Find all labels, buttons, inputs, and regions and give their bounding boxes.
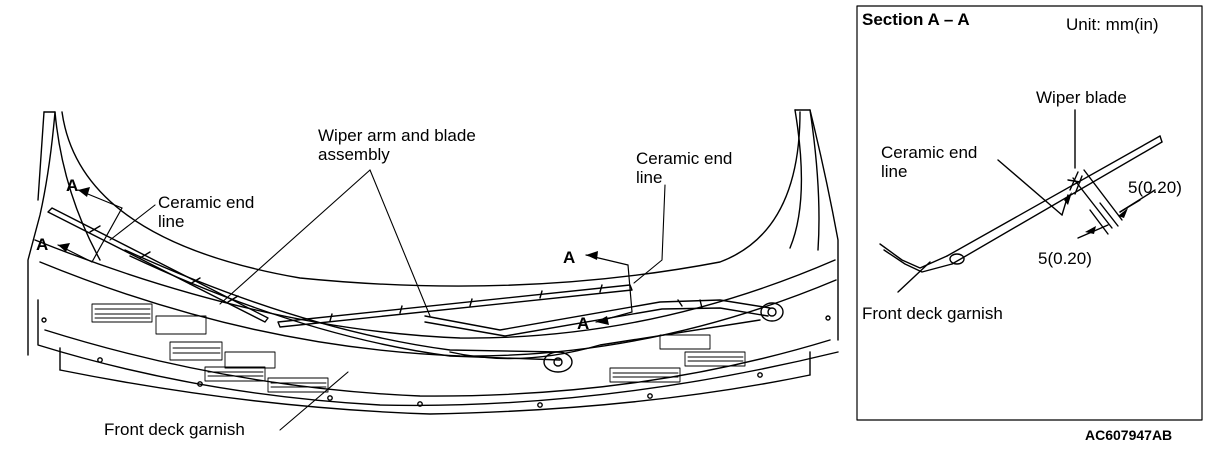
section-frame <box>856 5 1203 421</box>
wiper-blade-label: Wiper blade <box>1036 88 1127 107</box>
wiper-assemblies <box>47 207 784 373</box>
section-title: Section A – A <box>862 10 970 29</box>
section-front-deck-garnish-label: Front deck garnish <box>862 304 1003 323</box>
section-ceramic-end-line-label: Ceramic end line <box>881 143 978 181</box>
unit-label: Unit: mm(in) <box>1066 15 1159 34</box>
cowl-vent-slots <box>91 303 746 393</box>
wiper-arm-label: Wiper arm and blade assembly <box>318 126 476 164</box>
section-drawing <box>879 109 1163 293</box>
front-deck-garnish-label: Front deck garnish <box>104 420 245 439</box>
section-mark-a-1: A <box>66 176 79 195</box>
figure-code: AC607947AB <box>1085 427 1173 443</box>
section-arrowheads <box>1064 192 1128 234</box>
section-mark-arrowheads <box>58 187 609 325</box>
ceramic-end-line-left-label: Ceramic end line <box>158 193 255 231</box>
ceramic-end-line-right-label: Ceramic end line <box>636 149 733 187</box>
main-leader-lines <box>109 169 666 431</box>
section-mark-a-4: A <box>577 314 590 333</box>
dimension-upper-label: 5(0.20) <box>1128 178 1182 197</box>
section-mark-a-3: A <box>563 248 576 267</box>
dimension-lower-label: 5(0.20) <box>1038 249 1092 268</box>
section-mark-a-2: A <box>36 235 49 254</box>
